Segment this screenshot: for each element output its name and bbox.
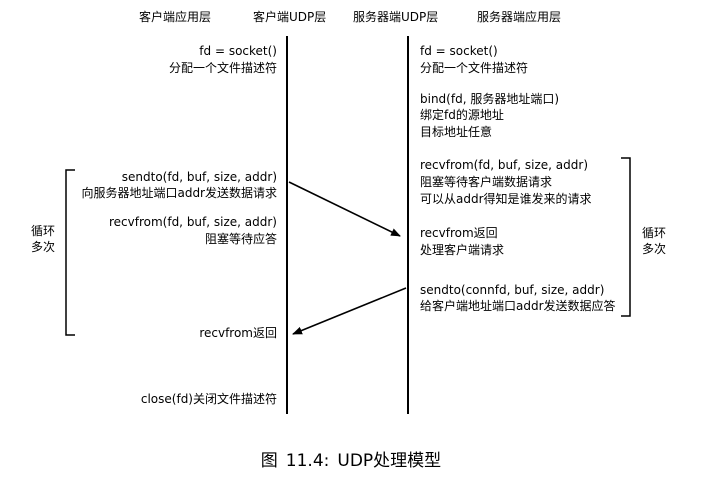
right-loop-label-1: 循环 <box>642 226 667 240</box>
client-recvfrom-return: recvfrom返回 <box>199 326 277 340</box>
server-bind-call: bind(fd, 服务器地址端口) <box>420 92 560 106</box>
client-socket-call: fd = socket() <box>199 44 277 58</box>
left-loop-label-2: 多次 <box>31 240 56 254</box>
client-recvfrom-call: recvfrom(fd, buf, size, addr) <box>108 215 277 229</box>
reply-arrow <box>292 287 407 335</box>
right-loop-bracket <box>621 157 631 317</box>
server-bind-desc1: 绑定fd的源地址 <box>420 108 504 122</box>
client-sendto-desc: 向服务器地址端口addr发送数据请求 <box>81 186 277 200</box>
server-recvfrom-desc1: 阻塞等待客户端数据请求 <box>420 175 553 189</box>
left-loop-label-1: 循环 <box>31 224 56 238</box>
header-server-app: 服务器端应用层 <box>477 10 562 24</box>
server-socket-call: fd = socket() <box>420 44 498 58</box>
caption-title: UDP处理模型 <box>337 451 442 471</box>
caption-number: 11.4: <box>285 451 330 471</box>
server-sendto-call: sendto(connfd, buf, size, addr) <box>420 283 605 297</box>
server-recvfrom-return: recvfrom返回 <box>420 226 498 240</box>
figure-caption: 图 11.4: UDP处理模型 <box>0 446 702 471</box>
header-server-udp: 服务器端UDP层 <box>353 10 439 24</box>
client-sendto-call: sendto(fd, buf, size, addr) <box>121 170 277 184</box>
left-loop-bracket <box>65 169 75 336</box>
server-sendto-desc: 给客户端地址端口addr发送数据应答 <box>420 299 616 313</box>
right-loop-label-2: 多次 <box>642 242 667 256</box>
server-socket-desc: 分配一个文件描述符 <box>420 61 529 75</box>
header-client-udp: 客户端UDP层 <box>253 10 327 24</box>
client-close-call: close(fd)关闭文件描述符 <box>140 392 277 406</box>
header-client-app: 客户端应用层 <box>139 10 212 24</box>
client-recvfrom-desc: 阻塞等待应答 <box>204 232 277 246</box>
client-socket-desc: 分配一个文件描述符 <box>168 61 277 75</box>
server-recvfrom-desc2: 可以从addr得知是谁发来的请求 <box>420 192 592 206</box>
caption-prefix: 图 <box>260 451 278 471</box>
server-process-desc: 处理客户端请求 <box>420 243 505 257</box>
server-recvfrom-call: recvfrom(fd, buf, size, addr) <box>420 158 589 172</box>
request-arrow <box>288 181 401 237</box>
server-bind-desc2: 目标地址任意 <box>420 125 493 139</box>
